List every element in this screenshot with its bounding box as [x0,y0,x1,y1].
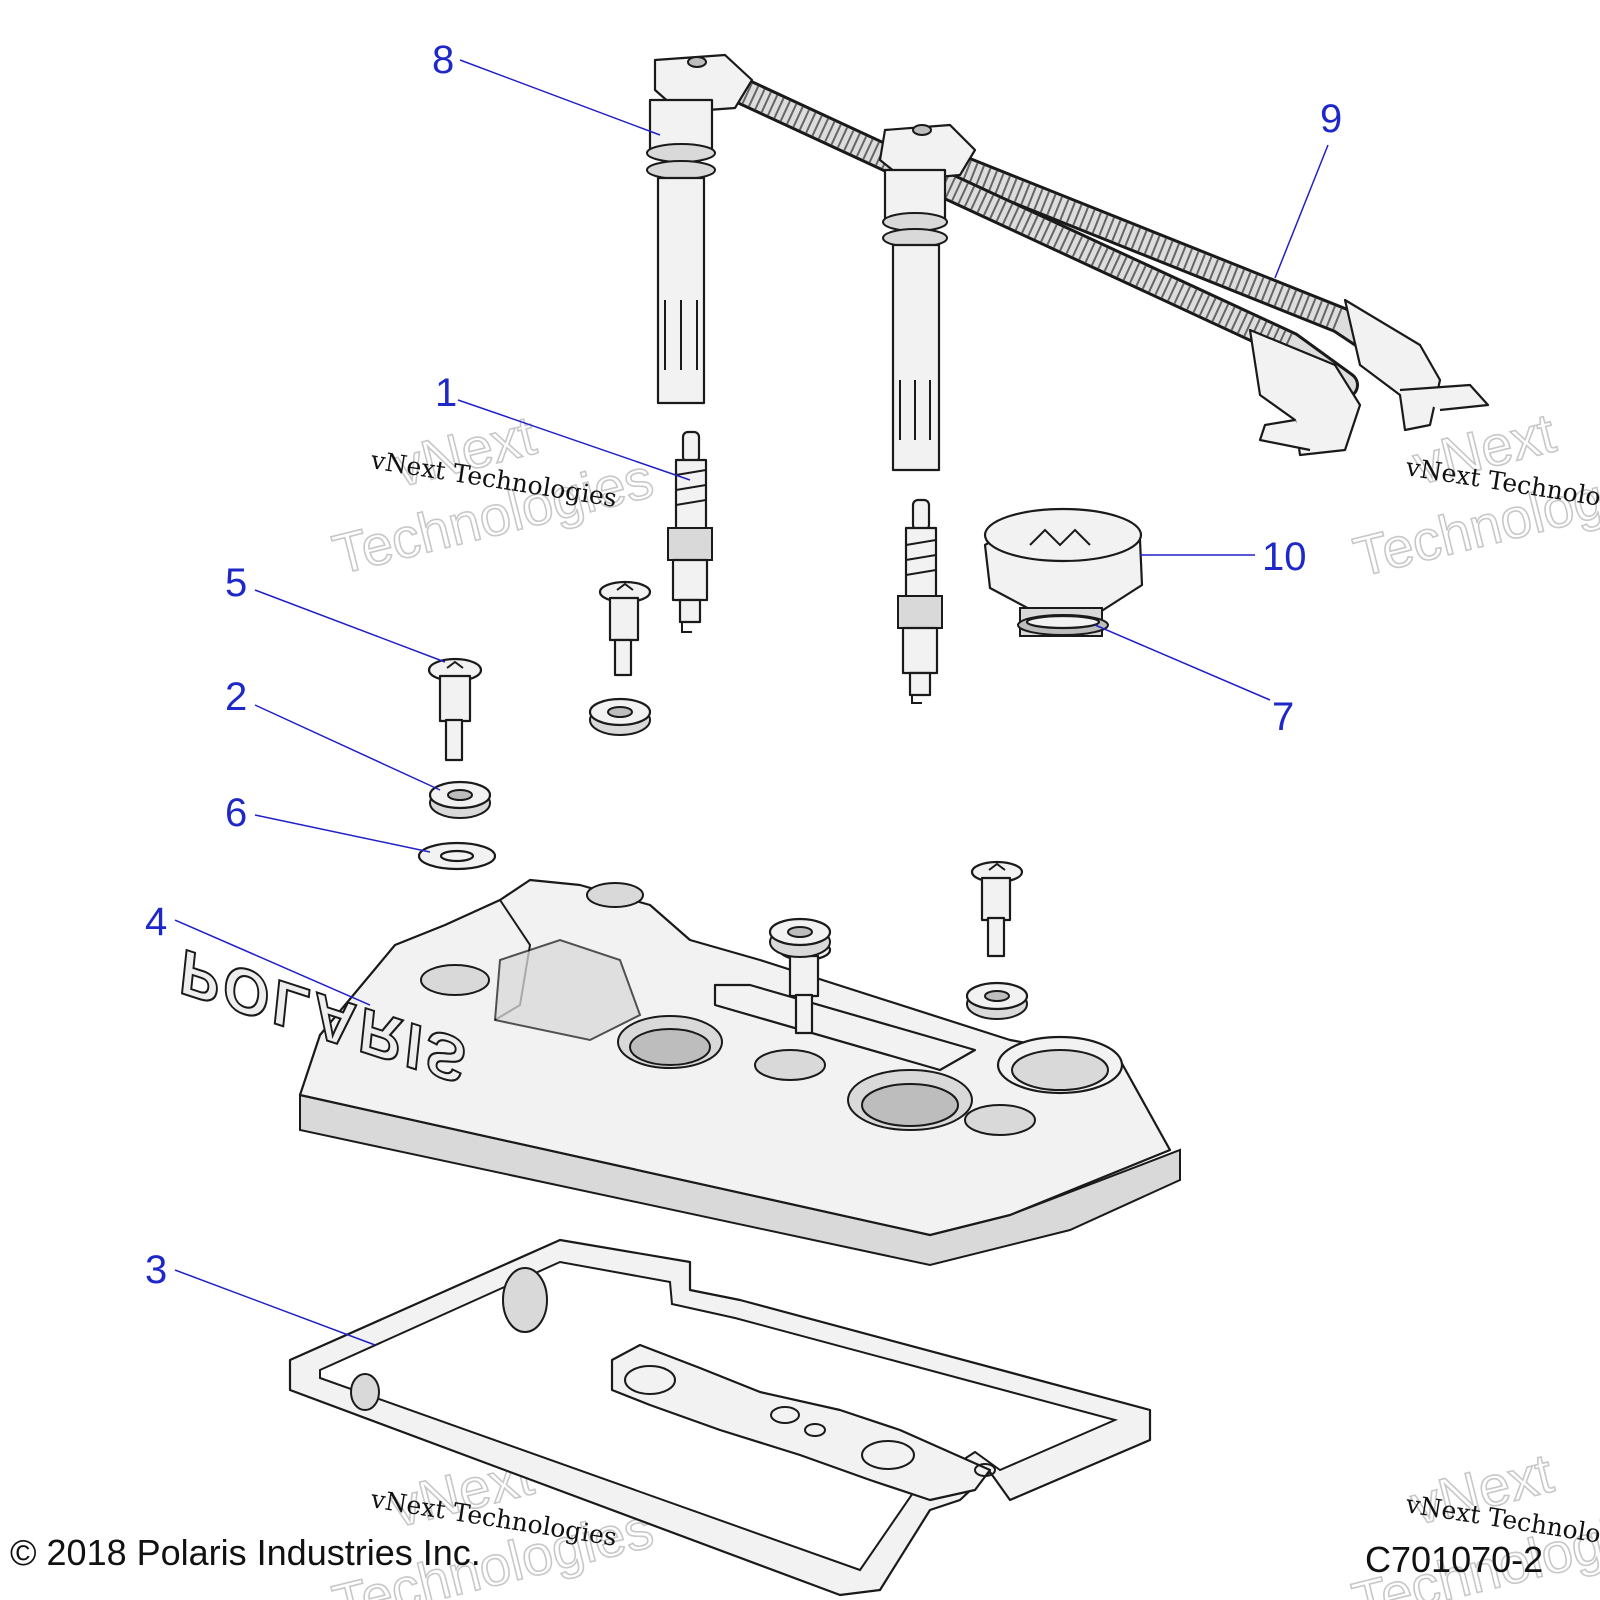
grommet-part-2 [428,780,492,819]
washer-part-6 [417,841,497,871]
bolt-center-upper [598,580,652,677]
callout-6: 6 [225,791,247,835]
callout-5: 5 [225,561,247,605]
bolt-right-lower [970,860,1024,958]
grommet-center-upper [588,697,652,736]
callout-8: 8 [432,38,454,82]
o-ring-part-7 [1017,614,1109,636]
callout-7: 7 [1272,695,1294,739]
callout-1: 1 [435,371,457,415]
ignition-wire-front [726,76,1362,457]
ignition-wire-part-9-back [926,146,1490,432]
callout-9: 9 [1320,97,1342,141]
callout-3: 3 [145,1248,167,1292]
valve-cover: POLARIS [176,878,1181,1267]
ignition-coil-right [878,123,977,472]
valve-cover-gasket [288,1238,1152,1597]
copyright-notice: © 2018 Polaris Industries Inc. [10,1532,481,1573]
callout-10: 10 [1262,535,1307,579]
spark-plug-part-1 [667,430,713,633]
grommet-right-lower [965,981,1029,1020]
diagram-code: C701070-2 [1365,1539,1543,1580]
leader-lines [174,59,1329,1346]
ignition-coil-part-8 [646,53,754,405]
grommet-center-lower [768,917,832,958]
bolt-part-5 [427,657,483,762]
callout-2: 2 [225,675,247,719]
callout-4: 4 [145,900,167,944]
spark-plug-right [897,498,943,704]
